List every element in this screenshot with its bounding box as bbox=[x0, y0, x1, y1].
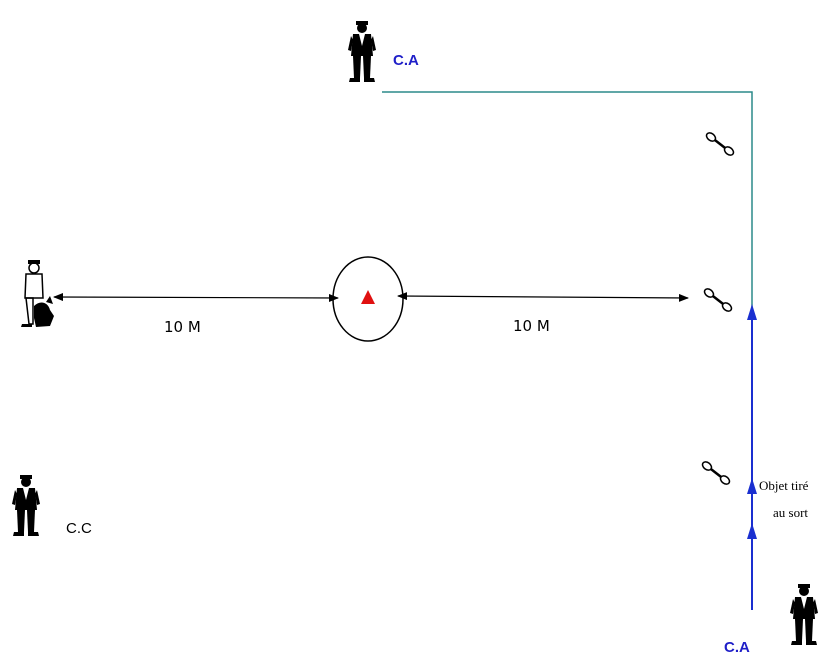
dumbbell-object-icon bbox=[703, 129, 737, 159]
person-standing-icon bbox=[348, 21, 376, 82]
distance-label-right: 10 M bbox=[513, 317, 550, 335]
route-arrow-icon bbox=[747, 304, 757, 320]
ca-bottom-label: C.A bbox=[724, 639, 750, 656]
person-standing-icon bbox=[790, 584, 818, 645]
route-arrow-icon bbox=[747, 523, 757, 539]
cc-label: C.C bbox=[66, 520, 92, 537]
route-arrow-icon bbox=[747, 478, 757, 494]
ca-top-label: C.A bbox=[393, 52, 419, 69]
distance-arrow-right bbox=[397, 292, 689, 302]
dumbbell-object-icon bbox=[701, 285, 735, 315]
distance-arrow-left bbox=[53, 293, 339, 302]
handler-route-line bbox=[382, 91, 753, 610]
target-triangle-icon bbox=[361, 290, 375, 304]
note-line-2: au sort bbox=[773, 505, 808, 520]
distance-label-left: 10 M bbox=[164, 318, 201, 336]
dumbbell-object-icon bbox=[699, 458, 733, 488]
person-with-dog-icon bbox=[21, 260, 54, 327]
note-line-1: Objet tiré bbox=[759, 478, 809, 493]
person-standing-icon bbox=[12, 475, 40, 536]
